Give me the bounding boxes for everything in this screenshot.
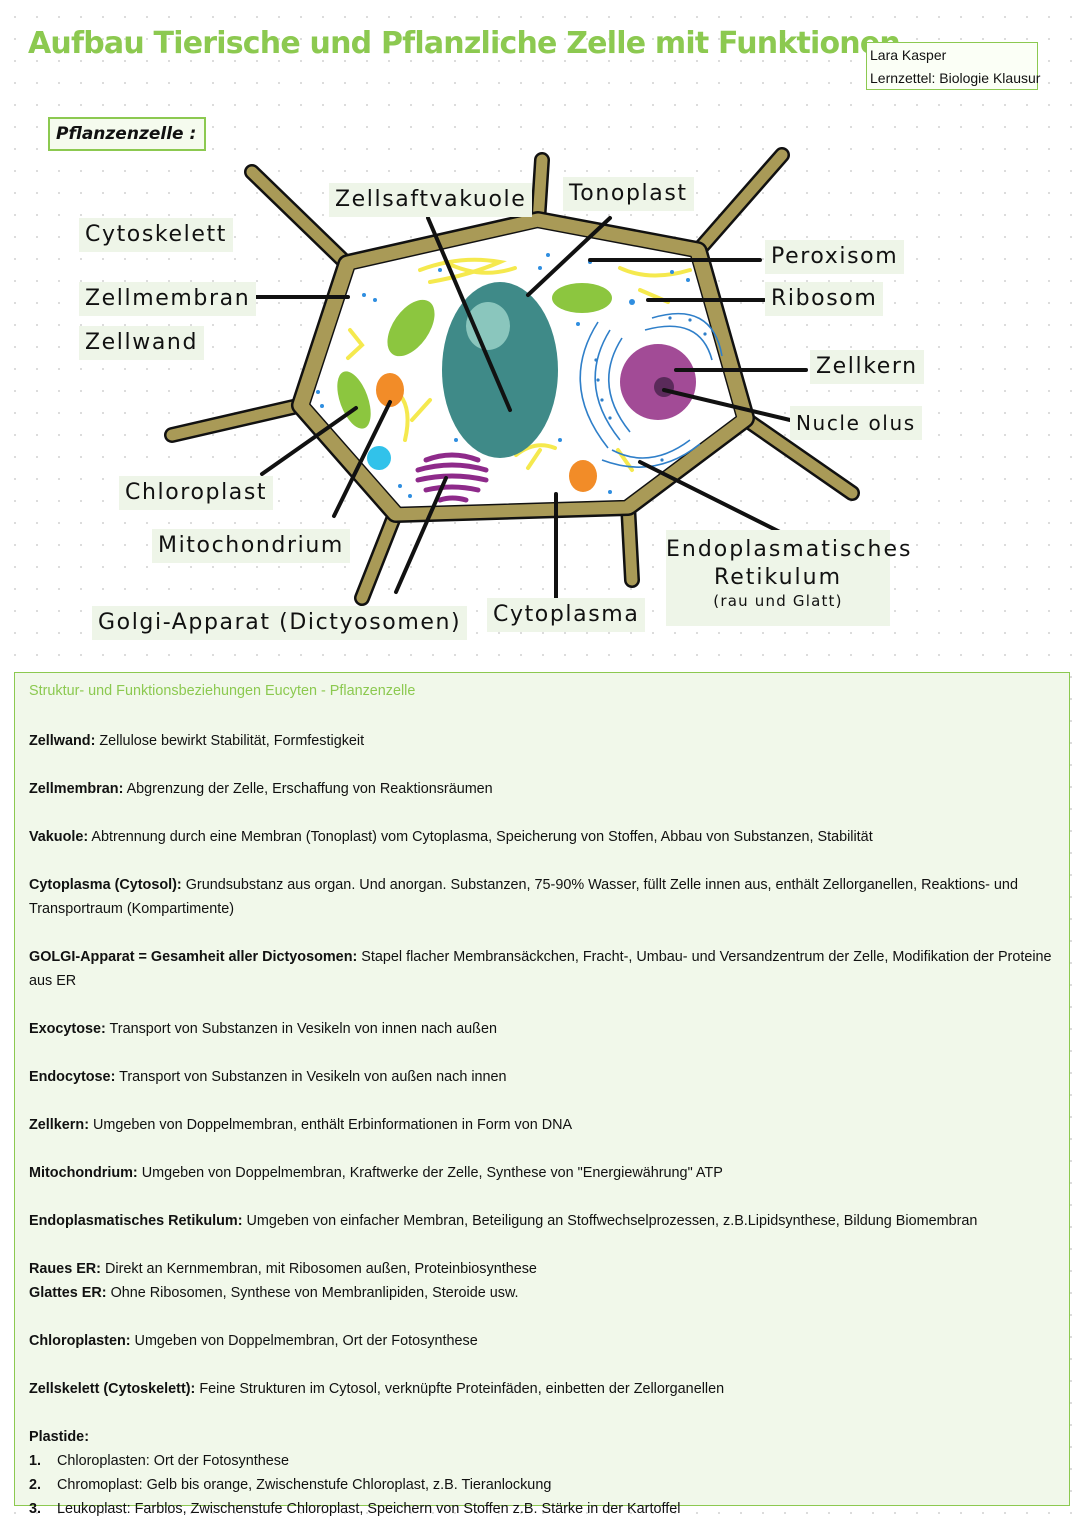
plastide-title: Plastide: [29, 1429, 89, 1445]
entry-glattes-er: Glattes ER: Ohne Ribosomen, Synthese von… [29, 1285, 519, 1301]
label-golgi-apparat: Golgi-Apparat (Dictyosomen) [92, 606, 468, 640]
golgi-apparatus [415, 452, 489, 503]
label-peroxisom: Peroxisom [765, 240, 905, 274]
endoplasmic-reticulum [579, 312, 723, 468]
label-zellwand: Zellwand [79, 326, 205, 360]
label-pointers [244, 216, 808, 602]
function-info-box: Struktur- und Funktionsbeziehungen Eucyt… [14, 672, 1070, 1517]
nucleolus [654, 377, 674, 397]
plastide-item: 1.Chloroplasten: Ort der Fotosynthese [29, 1453, 289, 1469]
label-zellsaftvakuole: Zellsaftvakuole [329, 183, 533, 217]
plant-cell-diagram [164, 147, 860, 606]
label-chloroplast: Chloroplast [119, 476, 274, 510]
mitochondria [376, 373, 597, 492]
label-mitochondrium: Mitochondrium [152, 529, 350, 563]
entry-exocytose: Exocytose: Transport von Substanzen in V… [29, 1021, 497, 1037]
plastide-item: 2.Chromoplast: Gelb bis orange, Zwischen… [29, 1477, 552, 1493]
label-zellmembran: Zellmembran [79, 282, 257, 316]
entry-mitochondrium: Mitochondrium: Umgeben von Doppelmembran… [29, 1165, 723, 1181]
label-endoplasmatisches-retikulum: Endoplasmatisches Retikulum (rau und Gla… [666, 530, 913, 626]
peroxisome [367, 446, 391, 470]
page-title: Aufbau Tierische und Pflanzliche Zelle m… [28, 26, 901, 61]
label-cytoskelett: Cytoskelett [79, 218, 233, 252]
entry-zellmembran: Zellmembran: Abgrenzung der Zelle, Ersch… [29, 781, 493, 797]
ribosomes [316, 253, 690, 498]
entry-raues-er: Raues ER: Direkt an Kernmembran, mit Rib… [29, 1261, 537, 1277]
label-nucleolus: Nucle olus [790, 406, 922, 440]
entry-chloroplasten: Chloroplasten: Umgeben von Doppelmembran… [29, 1333, 478, 1349]
entry-cytoplasma: Cytoplasma (Cytosol): Grundsubstanz aus … [29, 877, 1018, 917]
label-tonoplast: Tonoplast [563, 177, 694, 211]
entry-zellwand: Zellwand: Zellulose bewirkt Stabilität, … [29, 733, 365, 749]
author-box: Lara Kasper Lernzettel: Biologie Klausur [866, 42, 1041, 90]
label-cytoplasma: Cytoplasma [487, 598, 646, 632]
author-name: Lara Kasper [870, 47, 947, 63]
chloroplasts [337, 283, 612, 429]
entry-golgi: GOLGI-Apparat = Gesamheit aller Dictyoso… [29, 949, 1052, 989]
label-zellkern: Zellkern [810, 350, 924, 384]
entry-vakuole: Vakuole: Abtrennung durch eine Membran (… [29, 829, 873, 845]
entry-zellskelett: Zellskelett (Cytoskelett): Feine Struktu… [29, 1381, 725, 1397]
info-title: Struktur- und Funktionsbeziehungen Eucyt… [29, 683, 416, 699]
label-ribosom: Ribosom [765, 282, 884, 316]
entry-endocytose: Endocytose: Transport von Substanzen in … [29, 1069, 507, 1085]
entry-zellkern: Zellkern: Umgeben von Doppelmembran, ent… [29, 1117, 573, 1133]
plastide-item: 3.Leukoplast: Farblos, Zwischenstufe Chl… [29, 1501, 681, 1517]
author-subtitle: Lernzettel: Biologie Klausur [870, 70, 1041, 86]
label-er-line2: Retikulum [713, 565, 843, 590]
label-er-line3: (rau und Glatt) [713, 592, 843, 610]
label-er-line1: Endoplasmatisches [666, 537, 913, 562]
entry-er: Endoplasmatisches Retikulum: Umgeben von… [29, 1213, 978, 1229]
section-label-pflanzenzelle: Pflanzenzelle : [48, 117, 207, 151]
